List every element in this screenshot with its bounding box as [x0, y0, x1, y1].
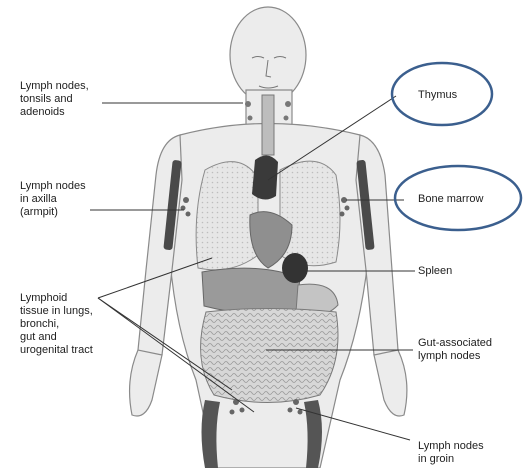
- label-lymph-nodes-tonsils: Lymph nodes, tonsils and adenoids: [20, 80, 89, 119]
- left-hand: [130, 350, 162, 416]
- label-gut-associated-nodes: Gut-associated lymph nodes: [418, 337, 492, 363]
- label-lymphoid-tissue: Lymphoid tissue in lungs, bronchi, gut a…: [20, 292, 93, 357]
- label-lymph-nodes-groin: Lymph nodes in groin: [418, 440, 484, 466]
- head: [230, 7, 306, 103]
- spleen-organ: [282, 253, 308, 283]
- label-thymus: Thymus: [418, 89, 457, 102]
- label-lymph-nodes-axilla: Lymph nodes in axilla (armpit): [20, 180, 86, 219]
- right-hand: [374, 350, 407, 416]
- label-spleen: Spleen: [418, 265, 452, 278]
- thymus-organ: [252, 155, 278, 199]
- label-bone-marrow: Bone marrow: [418, 193, 483, 206]
